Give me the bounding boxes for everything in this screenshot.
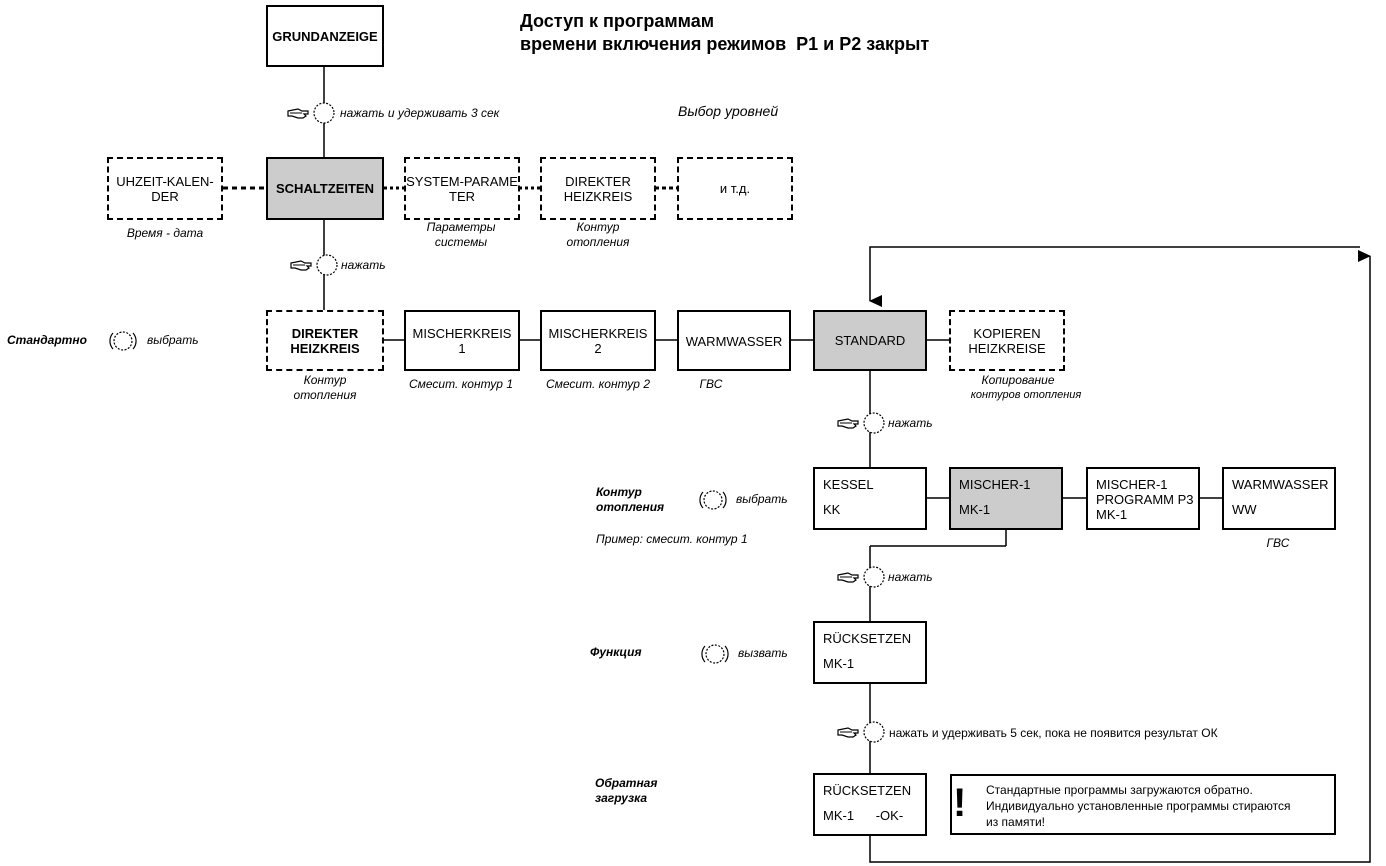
side-label-reload: загрузка bbox=[595, 791, 648, 805]
caption-system: системы bbox=[434, 235, 488, 249]
box-kessel[interactable]: KESSEL KK bbox=[813, 467, 927, 530]
hand-press-dial-icon bbox=[290, 254, 338, 276]
hand-press-dial-icon bbox=[837, 566, 885, 588]
box-label: HEIZKREIS bbox=[290, 340, 360, 356]
box-label: UHZEIT-KALEN- bbox=[116, 173, 214, 189]
action-press: нажать bbox=[888, 416, 933, 430]
hand-press-dial-icon bbox=[287, 102, 335, 124]
box-label: TER bbox=[449, 188, 475, 204]
box-label: MISCHER-1 bbox=[1096, 477, 1168, 492]
box-label: HEIZKREISE bbox=[968, 340, 1046, 356]
box-label: и т.д. bbox=[719, 181, 751, 196]
box-ruecksetzen-ok[interactable]: RÜCKSETZEN MK-1 -OK- bbox=[813, 773, 927, 836]
box-label: 2 bbox=[594, 341, 602, 356]
caption-uhrzeit: Время - дата bbox=[126, 226, 204, 240]
caption-direkter: отопления bbox=[293, 388, 357, 402]
caption-direkter: Контур bbox=[303, 373, 347, 387]
box-label: 1 bbox=[458, 341, 466, 356]
side-label-reload: Обратная bbox=[595, 776, 658, 790]
side-label-kontur: Контур bbox=[596, 485, 642, 499]
box-schaltzeiten[interactable]: SCHALTZEITEN bbox=[266, 157, 384, 220]
exclamation-icon: ! bbox=[953, 781, 967, 825]
box-standard[interactable]: STANDARD bbox=[813, 310, 927, 371]
title-line-2: времени включения режимов Р1 и Р2 закрыт bbox=[520, 34, 930, 54]
action-press-hold-3s: нажать и удерживать 3 сек bbox=[340, 106, 500, 120]
warning-note: ! Стандартные программы загружаются обра… bbox=[950, 774, 1336, 835]
box-warmwasser-ww[interactable]: WARMWASSER WW bbox=[1222, 467, 1336, 530]
feedback-loop-line bbox=[869, 246, 1360, 307]
side-action-select: выбрать bbox=[736, 492, 788, 506]
action-press-hold-5s: нажать и удерживать 5 сек, пока не появи… bbox=[889, 726, 1218, 740]
hand-press-dial-icon bbox=[837, 721, 885, 743]
box-label: KK bbox=[823, 502, 841, 517]
side-example: Пример: смесит. контур 1 bbox=[596, 532, 748, 546]
box-label: MK-1 bbox=[823, 656, 855, 671]
caption-direkter-level: Контур bbox=[576, 220, 620, 234]
box-direkter-heizkreis[interactable]: DIREKTER HEIZKREIS bbox=[266, 310, 384, 371]
box-mischerkreis-2[interactable]: MISCHERKREIS 2 bbox=[540, 310, 656, 371]
box-system-parameter[interactable]: SYSTEM-PARAME TER bbox=[404, 157, 520, 220]
box-direkter-heizkreis-level[interactable]: DIREKTER HEIZKREIS bbox=[540, 157, 656, 220]
side-label-kontur: отопления bbox=[596, 500, 665, 514]
caption-ww: ГВС bbox=[1266, 536, 1290, 550]
warning-line: Стандартные программы загружаются обратн… bbox=[986, 783, 1253, 797]
side-action-call: вызвать bbox=[738, 646, 788, 660]
box-label: HEIZKREIS bbox=[563, 188, 633, 204]
caption-warmwasser: ГВС bbox=[699, 377, 723, 391]
box-label: WW bbox=[1232, 502, 1257, 517]
box-label: SYSTEM-PARAME bbox=[406, 173, 518, 189]
box-label: KOPIEREN bbox=[973, 325, 1041, 341]
rotary-dial-icon bbox=[699, 490, 727, 510]
caption-direkter-level: отопления bbox=[566, 235, 630, 249]
box-label: MISCHERKREIS bbox=[548, 326, 648, 341]
box-label: MK-1 bbox=[1096, 507, 1128, 522]
box-label: KESSEL bbox=[823, 477, 874, 492]
box-label: MISCHERKREIS bbox=[412, 326, 512, 341]
box-warmwasser[interactable]: WARMWASSER bbox=[677, 310, 791, 371]
box-mischerkreis-1[interactable]: MISCHERKREIS 1 bbox=[404, 310, 520, 371]
side-label-standard: Стандартно bbox=[7, 333, 87, 347]
feedback-loop-line bbox=[869, 250, 1371, 863]
box-label: DIREKTER bbox=[291, 325, 359, 341]
action-press: нажать bbox=[341, 258, 386, 272]
box-uhrzeit-kalender[interactable]: UHZEIT-KALEN- DER bbox=[107, 157, 223, 220]
hand-press-dial-icon bbox=[837, 412, 885, 434]
box-label: PROGRAMM P3 bbox=[1096, 492, 1194, 507]
box-mischer-1-programm-p3[interactable]: MISCHER-1 PROGRAMM P3 MK-1 bbox=[1086, 467, 1200, 530]
box-kopieren-heizkreise[interactable]: KOPIEREN HEIZKREISE bbox=[949, 310, 1065, 371]
side-action-select: выбрать bbox=[147, 333, 199, 347]
box-label: DIREKTER bbox=[565, 173, 631, 189]
caption-kopieren: контуров отопления bbox=[970, 389, 1082, 401]
warning-line: Индивидуально установленные программы ст… bbox=[986, 799, 1291, 813]
box-label: MISCHER-1 bbox=[959, 477, 1031, 492]
warning-text: Стандартные программы загружаются обратн… bbox=[986, 782, 1291, 830]
levels-label: Выбор уровней bbox=[678, 103, 779, 119]
box-grundanzeige[interactable]: GRUNDANZEIGE bbox=[266, 5, 384, 67]
diagram-title: Доступ к программам времени включения ре… bbox=[520, 10, 929, 56]
box-label: STANDARD bbox=[834, 333, 906, 348]
caption-mischer1: Смесит. контур 1 bbox=[409, 377, 513, 391]
box-label: WARMWASSER bbox=[685, 334, 783, 349]
rotary-dial-icon bbox=[109, 331, 137, 351]
caption-system: Параметры bbox=[426, 220, 496, 234]
title-line-1: Доступ к программам bbox=[520, 11, 715, 31]
box-label: MK-1 -OK- bbox=[823, 808, 904, 823]
box-label: RÜCKSETZEN bbox=[823, 783, 912, 798]
box-label: DER bbox=[151, 188, 179, 204]
box-label: WARMWASSER bbox=[1232, 477, 1329, 492]
box-label: MK-1 bbox=[959, 502, 991, 517]
rotary-dial-icon bbox=[701, 644, 729, 664]
box-mischer-1[interactable]: MISCHER-1 MK-1 bbox=[949, 467, 1063, 530]
action-press: нажать bbox=[888, 570, 933, 584]
box-label: GRUNDANZEIGE bbox=[272, 28, 378, 44]
box-label: RÜCKSETZEN bbox=[823, 631, 912, 646]
caption-kopieren: Копирование bbox=[981, 373, 1055, 387]
box-ruecksetzen[interactable]: RÜCKSETZEN MK-1 bbox=[813, 621, 927, 684]
box-etc[interactable]: и т.д. bbox=[677, 157, 793, 220]
warning-line: из памяти! bbox=[986, 815, 1045, 829]
side-label-function: Функция bbox=[590, 645, 642, 659]
box-label: SCHALTZEITEN bbox=[276, 181, 374, 196]
caption-mischer2: Смесит. контур 2 bbox=[546, 377, 650, 391]
